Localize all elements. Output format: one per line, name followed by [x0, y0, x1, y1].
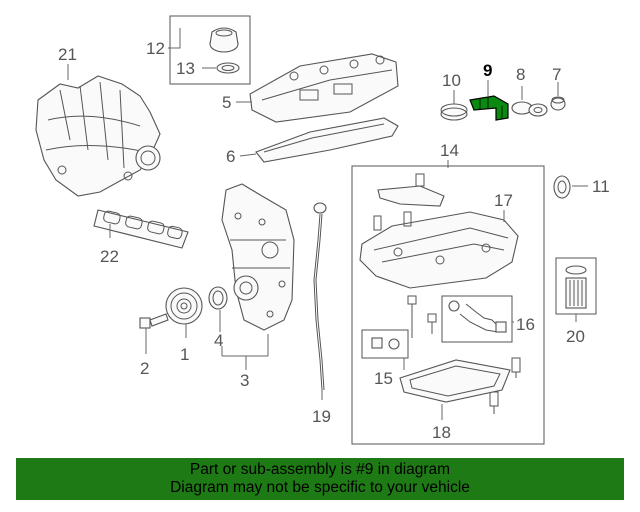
callout-5: 5 — [222, 93, 231, 112]
callout-7: 7 — [552, 65, 561, 84]
banner-line-2: Diagram may not be specific to your vehi… — [170, 479, 470, 496]
oil-filter-part[interactable] — [565, 265, 587, 309]
oil-pan-lower-part[interactable] — [399, 359, 511, 403]
drain-plug-part[interactable] — [371, 337, 400, 350]
valve-cover-part[interactable] — [249, 53, 399, 123]
callout-16: 16 — [516, 315, 535, 334]
callout-20: 20 — [566, 327, 585, 346]
oil-cap-box — [169, 15, 251, 85]
pulley-bolt-part[interactable] — [139, 313, 169, 329]
callout-17: 17 — [494, 191, 513, 210]
front-seal-part[interactable] — [208, 286, 228, 310]
callout-21: 21 — [58, 45, 77, 64]
callout-3: 3 — [240, 371, 249, 390]
plug-part-10[interactable] — [440, 103, 468, 121]
timing-cover-part[interactable] — [221, 183, 295, 331]
callout-18: 18 — [432, 423, 451, 442]
callout-11: 11 — [592, 177, 610, 196]
hose-part-9-highlighted[interactable] — [469, 95, 509, 121]
valve-cover-gasket-part[interactable] — [255, 117, 399, 163]
baffle-part[interactable] — [377, 173, 445, 207]
callout-19: 19 — [312, 407, 331, 426]
oil-pan-upper-part[interactable] — [359, 211, 519, 289]
intake-manifold-part[interactable] — [35, 75, 161, 197]
callout-13: 13 — [176, 59, 195, 78]
dipstick-part[interactable] — [313, 202, 327, 391]
callout-labels: 21 22 12 13 5 6 10 9 8 7 11 14 17 16 15 … — [58, 39, 610, 442]
banner-line-1: Part or sub-assembly is #9 in diagram — [189, 461, 451, 478]
cap-part-7[interactable] — [550, 96, 566, 111]
leader-lines — [67, 28, 588, 420]
oil-level-sensor-part[interactable] — [448, 300, 507, 333]
callout-22: 22 — [100, 247, 119, 266]
callout-15: 15 — [374, 369, 393, 388]
bolts-group[interactable] — [407, 295, 521, 414]
callout-10: 10 — [442, 71, 461, 90]
callout-14: 14 — [440, 141, 459, 160]
oil-cap-seal-part[interactable] — [216, 62, 240, 74]
callout-8: 8 — [516, 65, 525, 84]
info-banner: Part or sub-assembly is #9 in diagram Di… — [16, 458, 624, 500]
callout-4: 4 — [214, 331, 223, 350]
callout-6: 6 — [226, 147, 235, 166]
seal-part-8[interactable] — [511, 101, 548, 117]
oil-level-sensor-box — [441, 295, 513, 343]
callout-12: 12 — [146, 39, 165, 58]
callout-1: 1 — [180, 345, 189, 364]
seal-part-11[interactable] — [553, 175, 571, 199]
callout-2: 2 — [140, 359, 149, 378]
drain-plug-box — [361, 329, 409, 359]
oil-filler-cap-part[interactable] — [209, 27, 239, 53]
manifold-gasket-part[interactable] — [93, 209, 189, 249]
crank-pulley-part[interactable] — [165, 287, 203, 325]
callout-9: 9 — [483, 61, 492, 80]
oil-pan-group-box — [351, 165, 545, 445]
